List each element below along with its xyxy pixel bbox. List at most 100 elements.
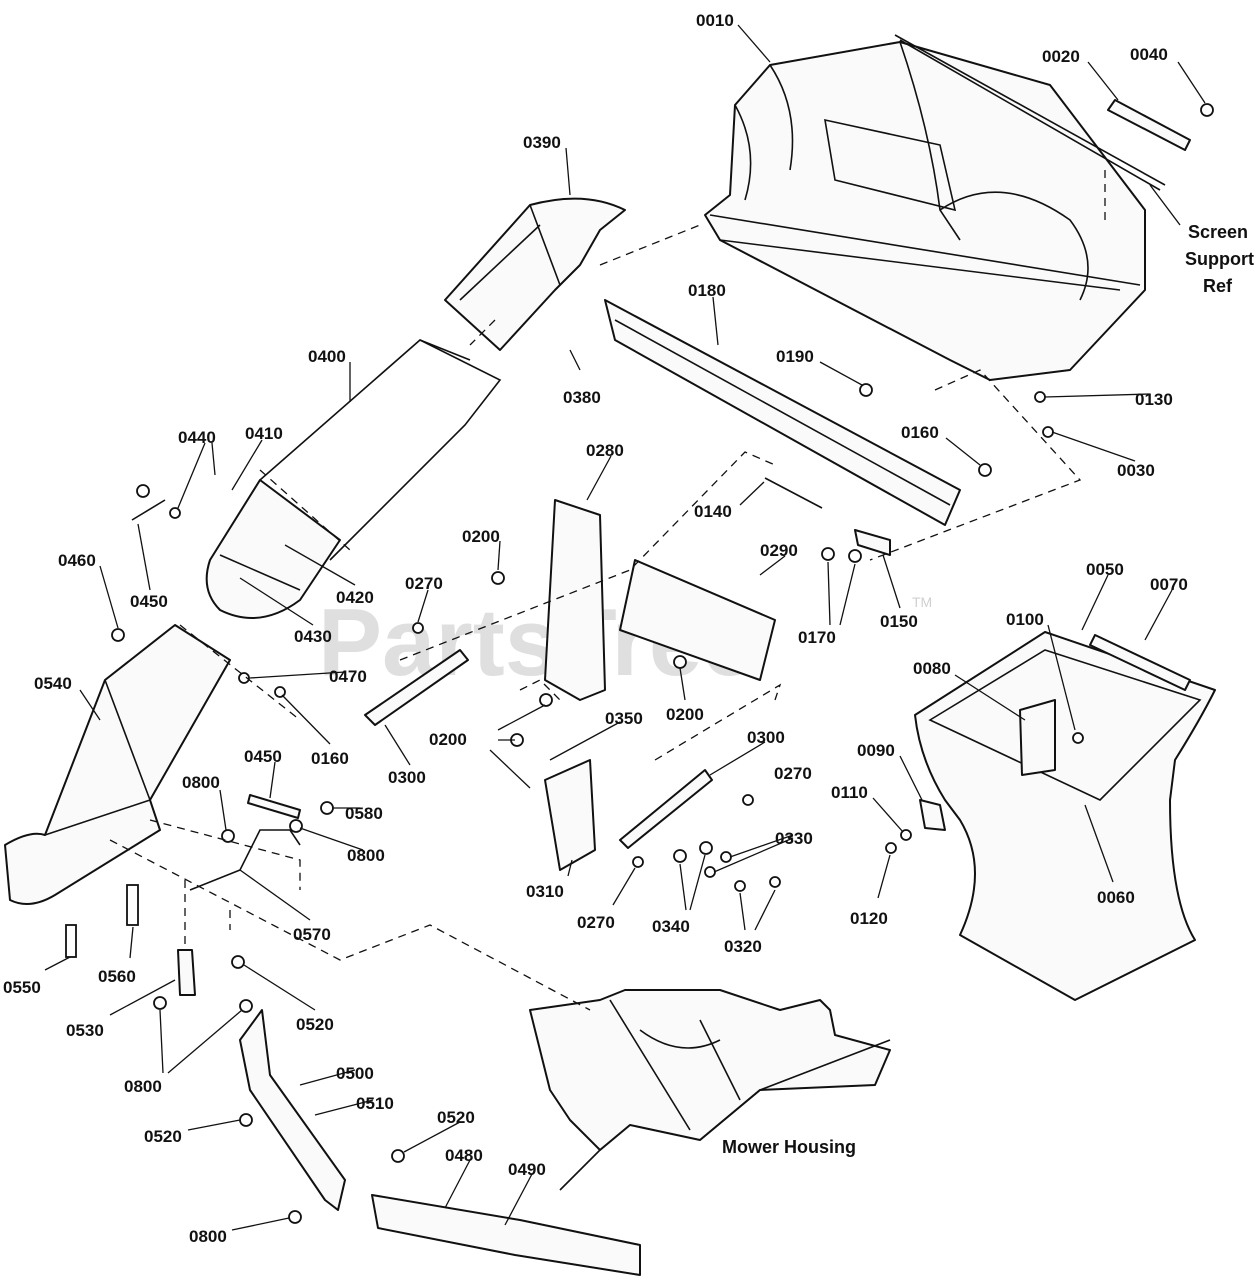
part-label-p0400: 0400 [308, 347, 346, 366]
part-label-p0330: 0330 [775, 829, 813, 848]
part-0160-bolt-b [274, 686, 286, 698]
part-label-p0160b: 0160 [311, 749, 349, 768]
part-0330-washer-a [720, 851, 732, 863]
part-0340-spacer-a [673, 849, 687, 863]
part-0320-bolt-b [769, 876, 781, 888]
part-0200-nut-b [673, 655, 687, 669]
part-0520-bolt-b [239, 1113, 253, 1127]
part-0030-pin [1042, 426, 1054, 438]
part-label-p0350: 0350 [605, 709, 643, 728]
part-label-p0270c: 0270 [577, 913, 615, 932]
part-label-p0040: 0040 [1130, 45, 1168, 64]
part-0070-rod [1089, 634, 1191, 691]
part-label-p0550: 0550 [3, 978, 41, 997]
part-label-p0500: 0500 [336, 1064, 374, 1083]
part-0320-bolt-a [734, 880, 746, 892]
part-0560-bolt [126, 884, 139, 926]
part-0450-spring-a [131, 499, 166, 521]
part-label-p0120: 0120 [850, 909, 888, 928]
part-label-p0430: 0430 [294, 627, 332, 646]
part-0400-chute-tube [259, 339, 502, 561]
part-label-p0200b: 0200 [666, 705, 704, 724]
part-label-p0800d: 0800 [189, 1227, 227, 1246]
part-0330-washer-b [704, 866, 716, 878]
part-label-p0180: 0180 [688, 281, 726, 300]
part-label-p0520c: 0520 [144, 1127, 182, 1146]
part-0180-bar [604, 299, 961, 526]
part-0300-arm-right [619, 769, 713, 849]
part-0080-bracket [1019, 699, 1056, 776]
part-0800-nut-b [289, 819, 303, 833]
part-0500-skirt [239, 1009, 346, 1211]
part-0200-nut-a [491, 571, 505, 585]
part-label-p0150: 0150 [880, 612, 918, 631]
part-0190-bolt [859, 383, 873, 397]
part-0480-flap [371, 1194, 641, 1276]
part-0040-nut [1200, 103, 1214, 117]
part-label-p0520a: 0520 [296, 1015, 334, 1034]
part-0170-washer-a [821, 547, 835, 561]
part-label-p0020: 0020 [1042, 47, 1080, 66]
part-0450-spring-b [247, 794, 301, 819]
part-0020-screen-support [894, 34, 1191, 191]
part-label-p0340: 0340 [652, 917, 690, 936]
part-0050-bag [914, 631, 1216, 1001]
part-label-p0480: 0480 [445, 1146, 483, 1165]
part-label-p0200a: 0200 [462, 527, 500, 546]
part-label-p0510: 0510 [356, 1094, 394, 1113]
part-label-p0540: 0540 [34, 674, 72, 693]
part-0800-nut-d [239, 999, 253, 1013]
part-0800-nut-e [288, 1210, 302, 1224]
part-label-p0320: 0320 [724, 937, 762, 956]
part-label-p0800c: 0800 [124, 1077, 162, 1096]
part-0550-bolt [65, 924, 77, 958]
part-label-p0530: 0530 [66, 1021, 104, 1040]
part-label-p0060: 0060 [1097, 888, 1135, 907]
part-label-p0800a: 0800 [182, 773, 220, 792]
part-0010-lid [704, 41, 1146, 381]
part-0580-nut [320, 801, 334, 815]
part-label-p0450a: 0450 [130, 592, 168, 611]
part-label-p0070: 0070 [1150, 575, 1188, 594]
part-0120-nut [885, 842, 897, 854]
part-label-p0280: 0280 [586, 441, 624, 460]
part-0300-arm-left [364, 649, 469, 726]
part-0160-bolt-a [978, 463, 992, 477]
part-label-p0580: 0580 [345, 804, 383, 823]
part-label-p0380: 0380 [563, 388, 601, 407]
part-label-p0440: 0440 [178, 428, 216, 447]
part-0530-bracket [177, 949, 196, 996]
part-label-p0420: 0420 [336, 588, 374, 607]
part-label-p0090: 0090 [857, 741, 895, 760]
part-0340-spacer-b [699, 841, 713, 855]
leader-lines [44, 24, 1206, 1231]
part-0310-plate [544, 759, 596, 871]
screen-support-ref-line2: Support [1185, 249, 1254, 269]
part-0150-bracket [854, 529, 891, 556]
part-label-p0080: 0080 [913, 659, 951, 678]
watermark-tm: TM [912, 594, 932, 610]
part-0410-lower-chute [205, 479, 341, 619]
part-label-p0130: 0130 [1135, 390, 1173, 409]
part-label-p0160a: 0160 [901, 423, 939, 442]
part-0440-nut-b [169, 507, 181, 519]
part-label-p0170: 0170 [798, 628, 836, 647]
part-0100-bolt [1072, 732, 1084, 744]
part-label-p0310: 0310 [526, 882, 564, 901]
part-0540-discharge-chute [4, 624, 231, 905]
part-0130-pin [1034, 391, 1046, 403]
part-label-p0140: 0140 [694, 502, 732, 521]
part-label-p0290: 0290 [760, 541, 798, 560]
part-label-p0490: 0490 [508, 1160, 546, 1179]
part-0280-bracket [544, 499, 606, 701]
part-0170-washer-b [848, 549, 862, 563]
part-label-p0270b: 0270 [774, 764, 812, 783]
part-label-p0300b: 0300 [388, 768, 426, 787]
part-0460-nut [111, 628, 125, 642]
part-label-p0100: 0100 [1006, 610, 1044, 629]
part-0270-bolt-b [742, 794, 754, 806]
assembly-dashed-lines [109, 170, 1106, 1011]
mower-housing [529, 989, 891, 1191]
part-label-p0560: 0560 [98, 967, 136, 986]
